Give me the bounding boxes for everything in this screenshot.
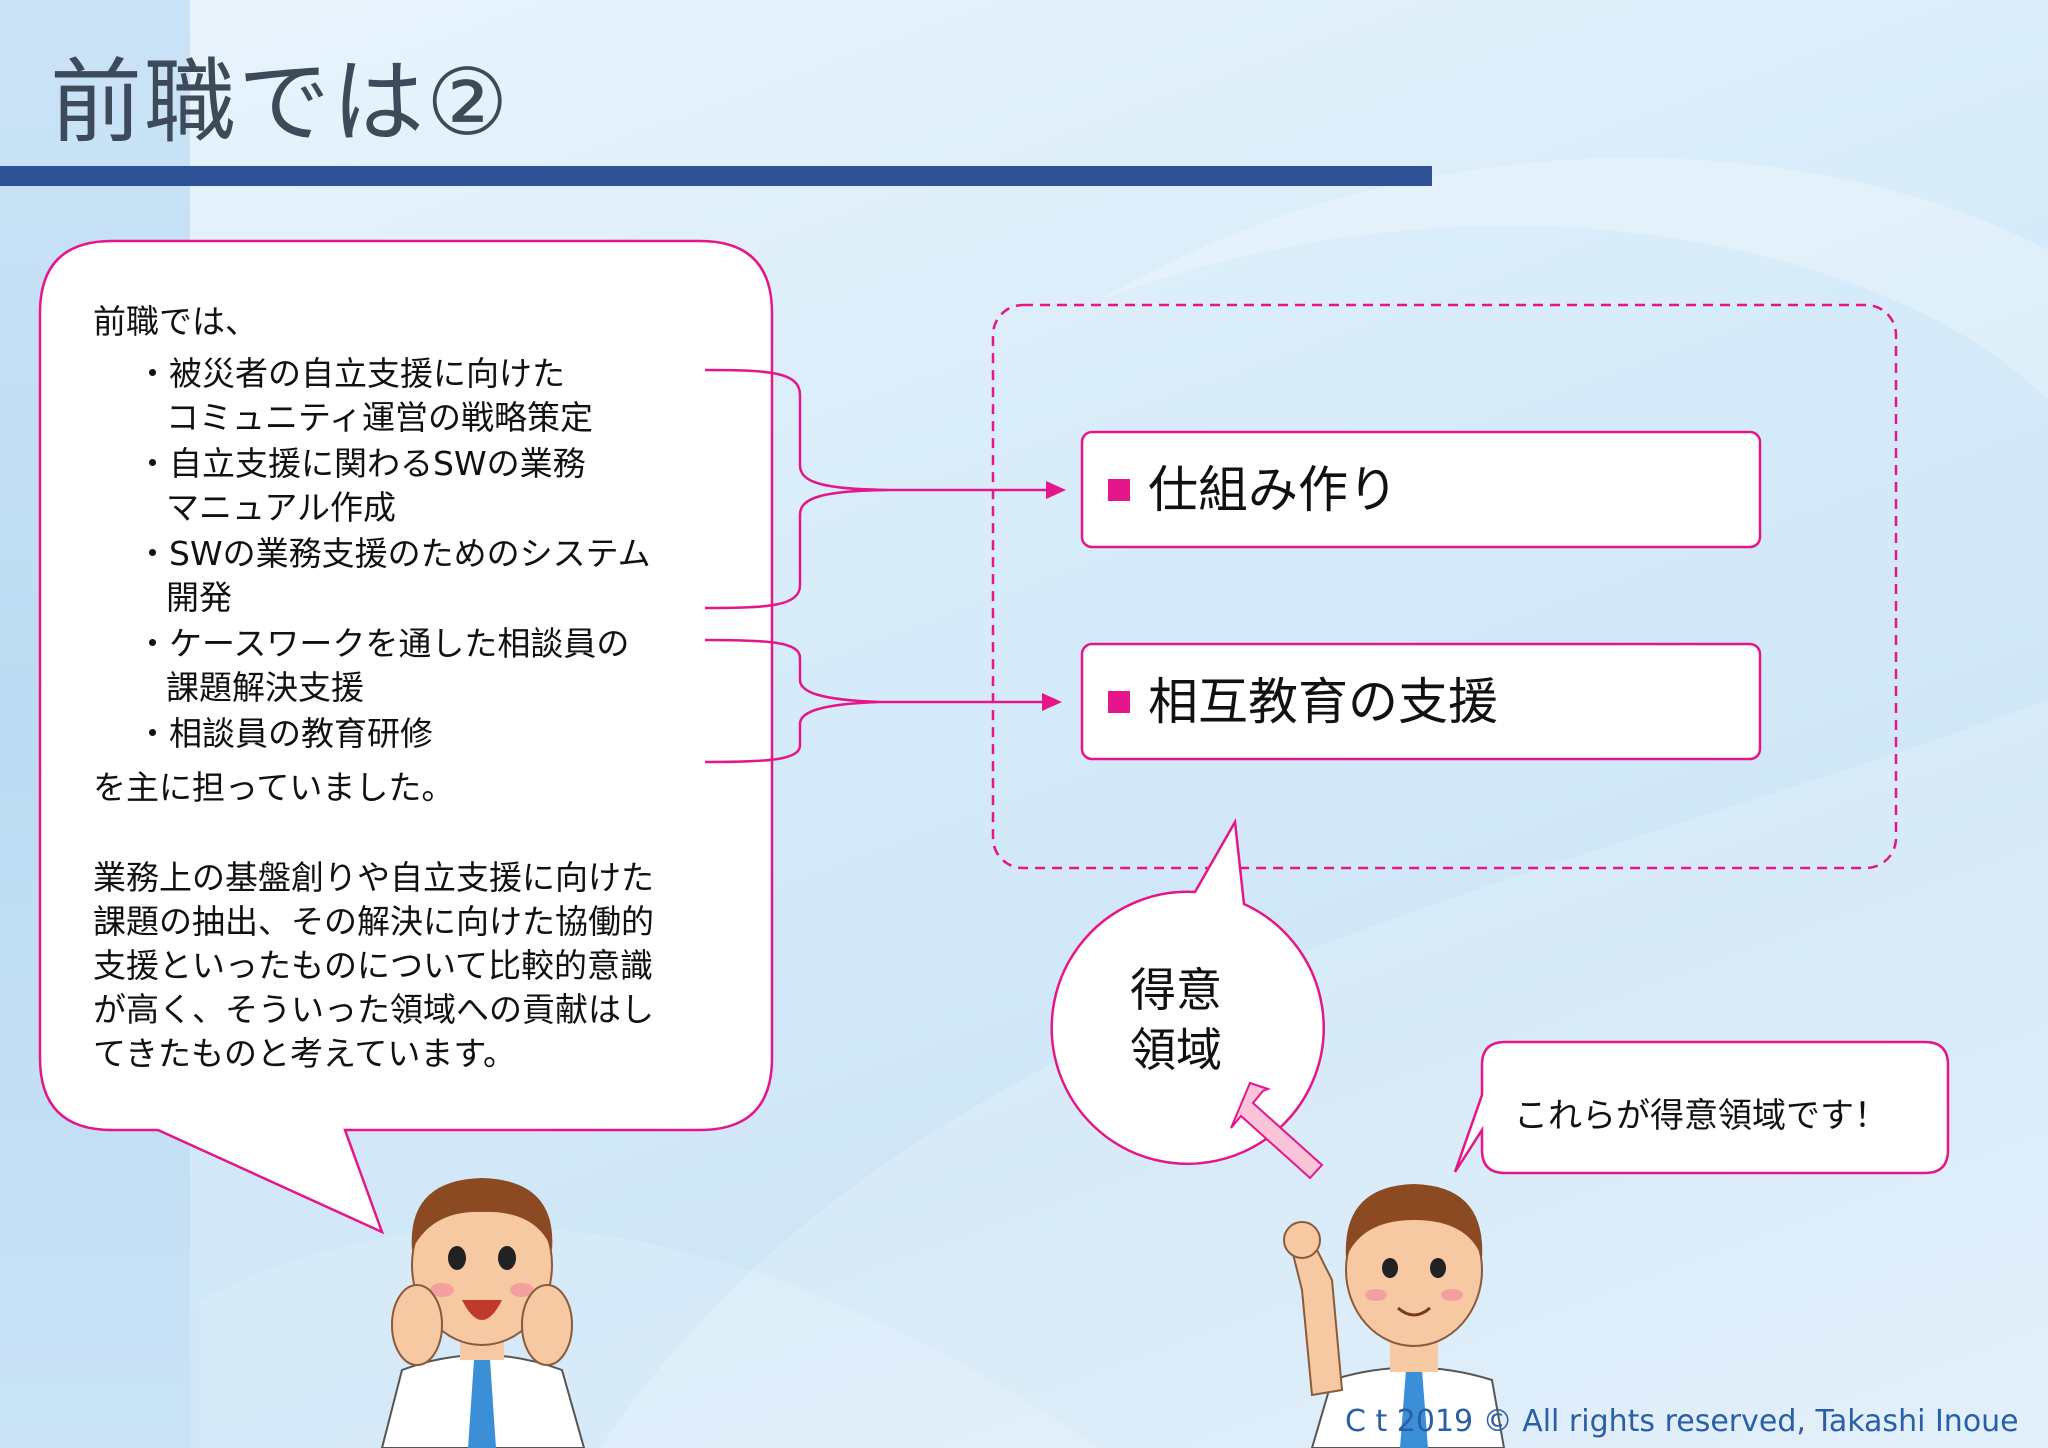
character-flexing-illustration — [1283, 1184, 1506, 1448]
arrow-lower-head — [1042, 693, 1062, 711]
page-title: 前職では② — [50, 49, 511, 156]
paragraph-line: が高く、そういった領域への貢献はし — [93, 990, 654, 1029]
pink-square-bullet-icon — [1108, 690, 1130, 713]
title-underline-bar — [0, 166, 1432, 186]
left-bubble-outro: を主に担っていました。 — [93, 768, 455, 807]
list-item-line: ・SWの業務支援のためのシステム — [136, 534, 651, 573]
list-item-line: 課題解決支援 — [166, 668, 364, 707]
box-sougo — [1080, 642, 1762, 761]
paragraph-line: 支援といったものについて比較的意識 — [93, 946, 654, 985]
pink-pointer-arrow — [1230, 1081, 1324, 1180]
list-item-line: 開発 — [166, 578, 232, 617]
copyright-footer: C t 2019 © All rights reserved, Takashi … — [1345, 1404, 2019, 1439]
circle-speech-bubble — [1050, 818, 1325, 1166]
list-item-line: ・被災者の自立支援に向けた — [136, 354, 565, 393]
paragraph-line: 課題の抽出、その解決に向けた協働的 — [93, 902, 654, 941]
circle-bubble-line: 得意 — [1130, 963, 1222, 1017]
box-label-shikumi: 仕組み作り — [1108, 460, 1398, 520]
right-bubble-text: これらが得意領域です！ — [1514, 1096, 1888, 1136]
dashed-container — [991, 303, 1898, 870]
right-speech-bubble — [1453, 1040, 1950, 1175]
list-item-line: コミュニティ運営の戦略策定 — [166, 398, 594, 437]
list-item-line: ・ケースワークを通した相談員の — [136, 624, 630, 663]
left-bubble-intro: 前職では、 — [93, 302, 258, 341]
arrow-upper-head — [1046, 481, 1066, 499]
box-label-text: 仕組み作り — [1148, 461, 1398, 519]
list-item-line: ・自立支援に関わるSWの業務 — [136, 444, 586, 483]
circle-bubble-line: 領域 — [1130, 1023, 1222, 1077]
list-item-line: ・相談員の教育研修 — [136, 714, 433, 753]
pink-square-bullet-icon — [1108, 478, 1130, 501]
box-label-text: 相互教育の支援 — [1148, 673, 1498, 731]
left-speech-bubble — [38, 239, 774, 1235]
character-excited-illustration — [380, 1178, 586, 1448]
paragraph-line: てきたものと考えています。 — [93, 1034, 517, 1073]
box-shikumi — [1080, 430, 1762, 549]
box-label-sougo: 相互教育の支援 — [1108, 672, 1498, 732]
circle-bubble-text: 得意 領域 — [1130, 960, 1222, 1080]
paragraph-line: 業務上の基盤創りや自立支援に向けた — [93, 858, 654, 897]
list-item-line: マニュアル作成 — [166, 488, 397, 527]
